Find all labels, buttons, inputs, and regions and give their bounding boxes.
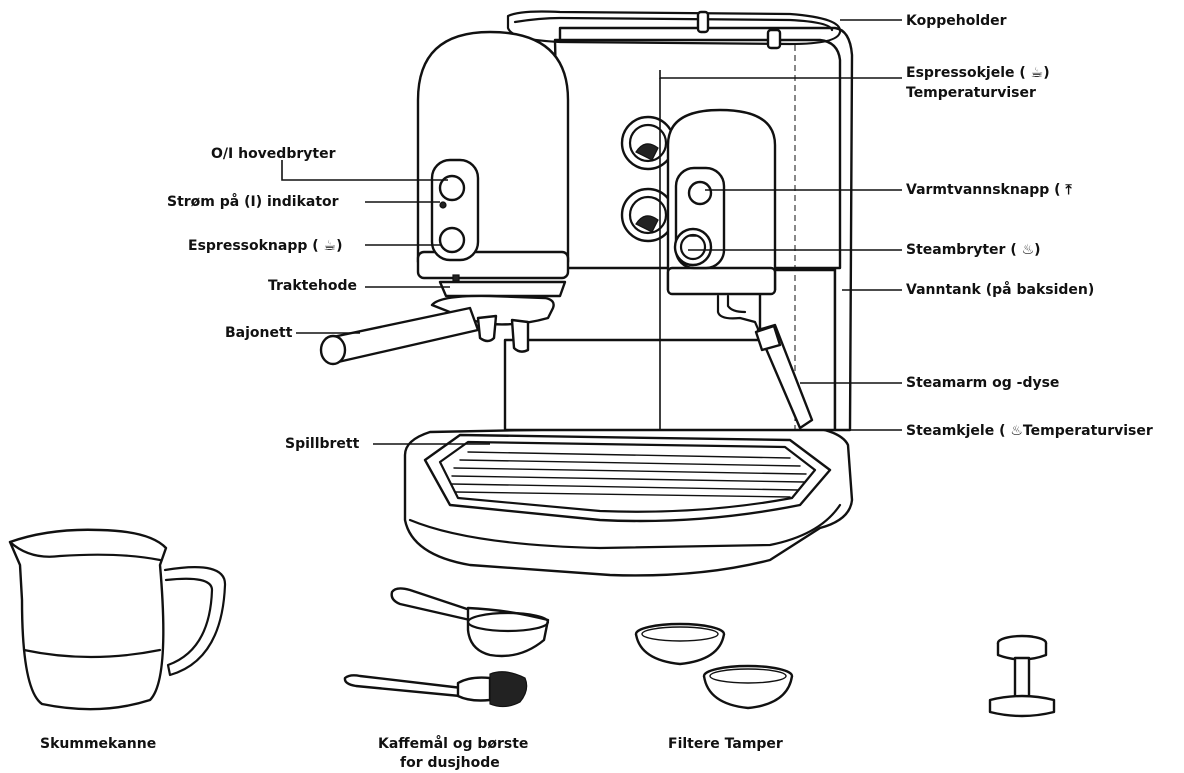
- espresso-cup-icon: ☕: [1031, 65, 1044, 81]
- caption-filtere-tamper: Filtere Tamper: [668, 736, 783, 752]
- frothing-pitcher: [8, 528, 227, 711]
- caption-skummekanne: Skummekanne: [40, 736, 156, 752]
- tamper: [988, 634, 1056, 718]
- steam-boiler-gauge: [620, 187, 676, 243]
- portafilter-handle: [326, 306, 480, 364]
- power-switch[interactable]: [438, 174, 466, 202]
- power-indicator: [439, 201, 447, 209]
- caption-kaffemal: Kaffemål og børste: [378, 735, 528, 752]
- label-steamkjele: Steamkjele ( ♨Temperaturviser: [906, 423, 1153, 439]
- espresso-boiler-gauge: [620, 115, 676, 171]
- label-steamarm: Steamarm og -dyse: [906, 375, 1059, 391]
- label-bajonett: Bajonett: [225, 325, 293, 341]
- drip-tray: [423, 433, 832, 523]
- label-strom-indikator: Strøm på (I) indikator: [167, 193, 339, 210]
- base-edge: [408, 503, 842, 550]
- label-vanntank: Vanntank (på baksiden): [906, 281, 1094, 298]
- label-hovedbryter: O/I hovedbryter: [211, 146, 336, 162]
- label-koppeholder: Koppeholder: [906, 13, 1007, 29]
- label-espressokjele: Espressokjele ( ☕): [906, 65, 1050, 81]
- steam-icon: ♨: [1010, 423, 1023, 439]
- cleaning-brush: [343, 671, 528, 708]
- coffee-scoop: [390, 587, 550, 658]
- espresso-cup-icon: ☕: [324, 238, 337, 254]
- label-steambryter: Steambryter ( ♨): [906, 242, 1041, 258]
- hot-water-button[interactable]: [687, 180, 713, 206]
- label-espressokjele-temperaturviser: Temperaturviser: [906, 85, 1036, 101]
- label-spillbrett: Spillbrett: [285, 436, 360, 452]
- caption-dusjhode: for dusjhode: [400, 755, 500, 771]
- espresso-button[interactable]: [438, 226, 466, 254]
- portafilter: [319, 294, 555, 366]
- label-varmtvannsknapp: Varmtvannsknapp ( ⤒: [906, 182, 1072, 198]
- steam-head: [666, 108, 777, 296]
- filter-baskets: [634, 622, 794, 710]
- steam-icon: ♨: [1022, 242, 1035, 258]
- espresso-machine: [319, 10, 854, 577]
- label-espressoknapp: Espressoknapp ( ☕): [188, 238, 342, 254]
- steam-wand: [716, 294, 814, 430]
- label-traktehode: Traktehode: [268, 278, 357, 294]
- group-head: [416, 30, 570, 298]
- hot-water-icon: ⤒: [1064, 182, 1072, 198]
- leader-lines: [281, 19, 902, 445]
